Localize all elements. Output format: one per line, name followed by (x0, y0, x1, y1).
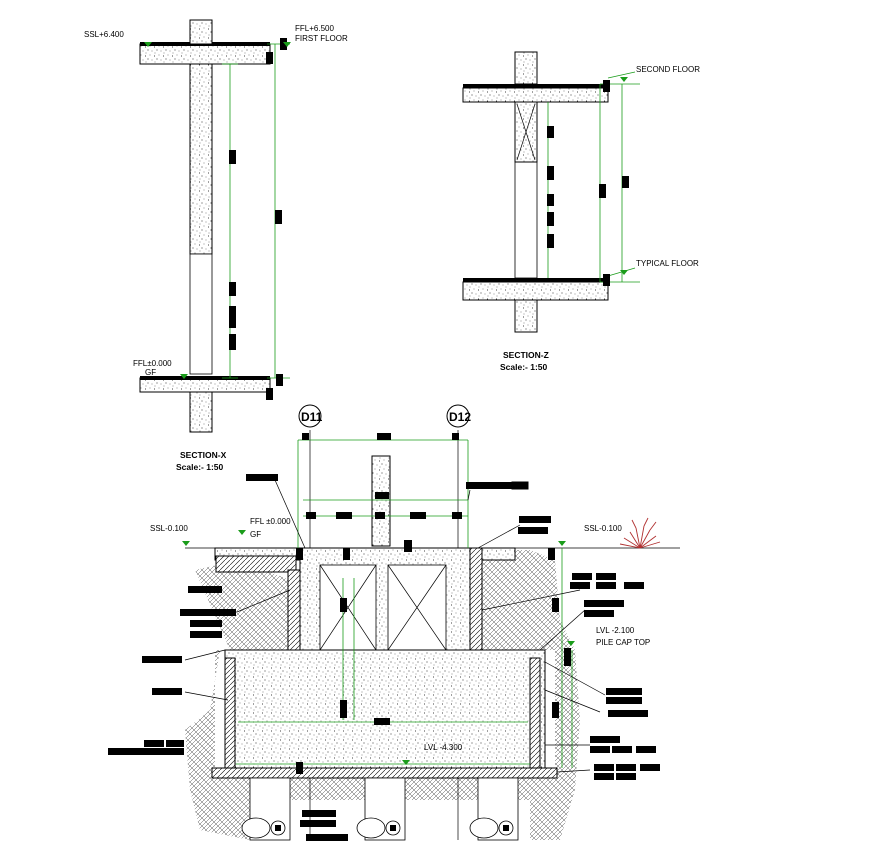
left-side-wall (287, 569, 301, 651)
ground-floor-finish (140, 376, 270, 380)
second-floor-slab (462, 87, 609, 103)
plant-symbol-icon (619, 517, 661, 549)
piles (241, 777, 519, 841)
upper-column (189, 63, 213, 255)
soil-right (470, 550, 580, 840)
typical-floor-label: TYPICAL FLOOR (636, 259, 699, 268)
typical-floor-slab (462, 281, 609, 301)
section-x-title: SECTION-X (180, 450, 227, 460)
ffl-gf-marker (180, 374, 188, 379)
column-above (189, 19, 213, 45)
right-side-wall (469, 547, 483, 651)
pile-cap-right-wall (529, 657, 541, 769)
ffl-first-label: FFL+6.500 (295, 24, 334, 33)
grid-bubble-d11 (298, 404, 322, 428)
ffl-first-marker (283, 42, 291, 47)
section-z-detail: SECOND FLOOR TYPICAL FLOOR SECTION-Z Sca… (462, 51, 700, 372)
pile-cap-top-label: PILE CAP TOP (596, 638, 650, 647)
ffl-gf-label: FFL±0.000 (133, 359, 172, 368)
left-upper-wall (215, 555, 297, 573)
ground-floor-slab (139, 377, 271, 393)
column-below (189, 391, 213, 433)
first-floor-label: FIRST FLOOR (295, 34, 348, 43)
pile-cap (224, 649, 546, 769)
blinding-layer (211, 767, 558, 779)
gf-label: GF (145, 368, 156, 377)
first-floor-slab (139, 43, 271, 65)
ffl-bottom-label: FFL ±0.000 (250, 517, 291, 526)
typical-floor-finish (463, 278, 608, 282)
column-gap (189, 253, 213, 375)
section-x-column-detail: SSL+6.400 FFL+6.500 FIRST FLOOR FFL±0.00… (84, 19, 348, 433)
grid-bubble-d12 (446, 404, 470, 428)
second-floor-finish (463, 84, 608, 88)
column-above-z (514, 51, 538, 85)
lvl-pilecap-label: LVL -2.100 (596, 626, 635, 635)
pile-cap-section: SECTION-X Scale:- 1:50 D11 D12 (108, 404, 680, 841)
ssl-top-marker (144, 42, 152, 47)
column-stub (371, 455, 391, 547)
lvl-bottom-label: LVL -4.300 (424, 743, 463, 752)
column-below-z (514, 299, 538, 333)
grid-d11-label: D11 (301, 410, 323, 424)
gf-bottom-label: GF (250, 530, 261, 539)
second-floor-label: SECOND FLOOR (636, 65, 700, 74)
pile-cap-left-wall (224, 657, 236, 769)
ssl-top-label: SSL+6.400 (84, 30, 124, 39)
ssl-left-label: SSL-0.100 (150, 524, 188, 533)
ssl-right-label: SSL-0.100 (584, 524, 622, 533)
section-z-title: SECTION-Z (503, 350, 549, 360)
section-z-scale: Scale:- 1:50 (500, 362, 548, 372)
grid-d12-label: D12 (449, 410, 471, 424)
section-x-scale: Scale:- 1:50 (176, 462, 224, 472)
